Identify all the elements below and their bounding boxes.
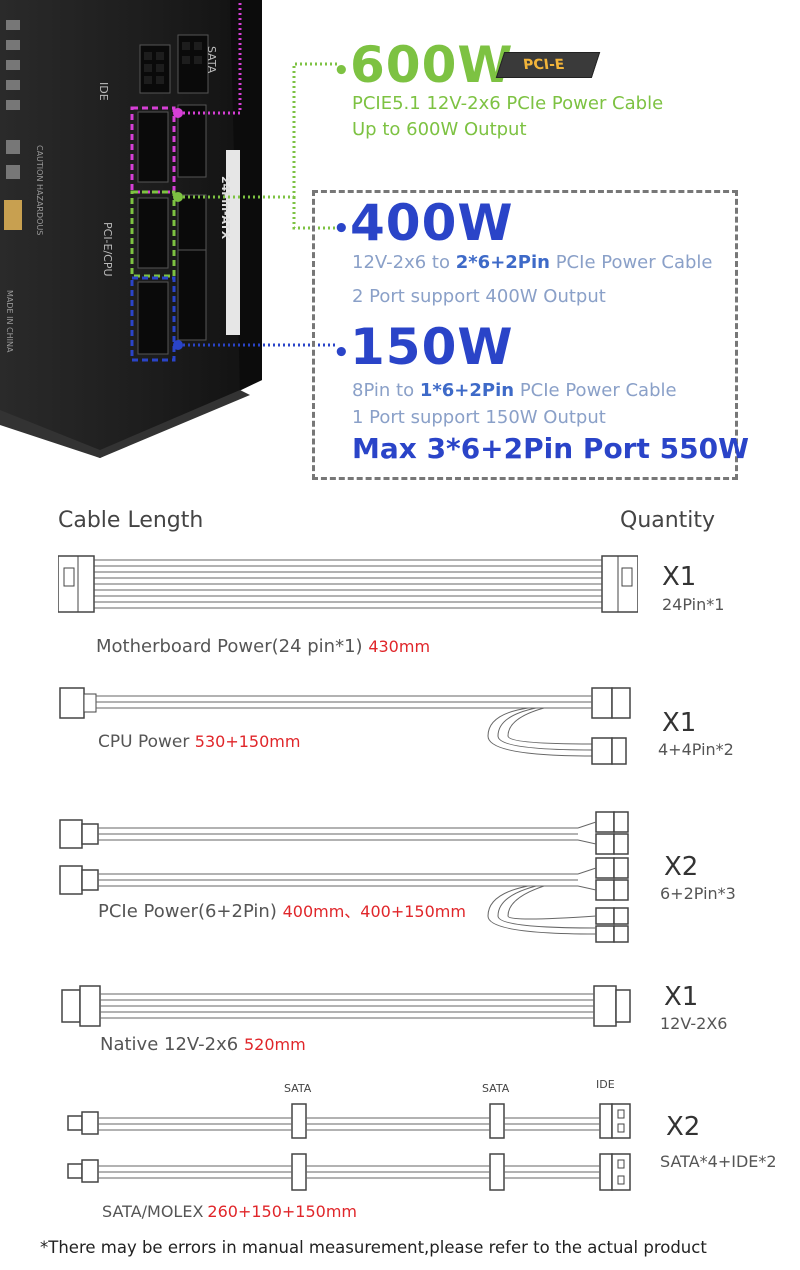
- ide-tag: IDE: [596, 1078, 615, 1091]
- w150-desc-1c: PCIe Power Cable: [514, 380, 677, 401]
- cable-4-length: 520mm: [243, 1035, 306, 1054]
- power-600w: 600W: [350, 36, 514, 94]
- cable-1-label: Motherboard Power(24 pin*1) 430mm: [96, 636, 430, 657]
- cable-5-qty: X2: [666, 1112, 701, 1142]
- dot-150w: •: [333, 338, 350, 368]
- cable-2-qty: X1: [662, 708, 697, 738]
- cable-3-label: PCIe Power(6+2Pin) 400mm、400+150mm: [98, 898, 466, 922]
- w150-desc-1b: 1*6+2Pin: [419, 380, 515, 401]
- cable-3-qty: X2: [664, 852, 699, 882]
- w600-desc-1: PCIE5.1 12V-2x6 PCIe Power Cable: [352, 93, 663, 115]
- sata-tag-1: SATA: [284, 1082, 312, 1095]
- w400-desc-1c: PCIe Power Cable: [549, 252, 713, 273]
- psu-label-caution: CAUTION HAZARDOUS: [35, 145, 44, 236]
- cable-1-length: 430mm: [368, 637, 431, 656]
- psu-label-ide: IDE: [97, 82, 110, 101]
- cable-5-spec: SATA*4+IDE*2: [660, 1152, 777, 1171]
- w400-desc-1a: 12V-2x6 to: [352, 252, 456, 273]
- cable-2-spec: 4+4Pin*2: [658, 740, 734, 759]
- w600-desc-1-text: PCIE5.1 12V-2x6 PCIe Power Cable: [352, 93, 664, 114]
- cable-24pin-drawing: [58, 555, 638, 613]
- header-cable-length: Cable Length: [58, 508, 204, 533]
- cable-4-name: Native 12V-2x6: [100, 1034, 239, 1055]
- cable-2-name: CPU Power: [98, 732, 190, 752]
- w600-desc-2: Up to 600W Output: [352, 119, 527, 140]
- dashed-info-box: [312, 190, 738, 480]
- w150-desc-2: 1 Port support 150W Output: [352, 407, 606, 428]
- cable-4-label: Native 12V-2x6 520mm: [100, 1034, 306, 1055]
- cable-cpu-drawing: [59, 687, 631, 765]
- cable-2-length: 530+150mm: [194, 732, 301, 751]
- psu-modular-panel: [0, 0, 262, 458]
- w400-desc-2: 2 Port support 400W Output: [352, 286, 606, 307]
- cable-4-spec: 12V-2X6: [660, 1014, 728, 1033]
- badge-pcie: PCI-E: [520, 57, 568, 73]
- cable-5-length: 260+150+150mm: [207, 1202, 358, 1221]
- power-150w: 150W: [350, 318, 514, 376]
- dot-400w: •: [333, 214, 350, 244]
- header-quantity: Quantity: [620, 508, 716, 533]
- w400-desc-1b: 2*6+2Pin: [455, 252, 550, 273]
- cable-1-qty: X1: [662, 562, 697, 592]
- power-400w: 400W: [350, 194, 514, 252]
- psu-label-made-in: MADE IN CHINA: [5, 290, 14, 353]
- cable-sata-molex-drawing: [67, 1103, 631, 1191]
- psu-label-pcie-cpu: PCI-E/CPU: [101, 222, 114, 277]
- sata-tag-2: SATA: [482, 1082, 510, 1095]
- cable-4-qty: X1: [664, 982, 699, 1012]
- dot-600w: •: [333, 56, 350, 86]
- cable-2-label: CPU Power 530+150mm: [98, 732, 300, 752]
- w400-desc-1: 12V-2x6 to 2*6+2Pin PCIe Power Cable: [352, 252, 712, 274]
- cable-1-name: Motherboard Power(24 pin*1): [96, 636, 363, 657]
- cable-1-spec: 24Pin*1: [662, 595, 725, 614]
- cable-12v2x6-drawing: [61, 985, 631, 1027]
- cable-3-length: 400mm、400+150mm: [282, 902, 466, 921]
- cable-5-name: SATA/MOLEX: [102, 1202, 204, 1221]
- w150-desc-1: 8Pin to 1*6+2Pin PCIe Power Cable: [352, 380, 677, 402]
- cable-pcie-drawing: [59, 811, 629, 943]
- footnote: *There may be errors in manual measureme…: [40, 1238, 707, 1257]
- max-port-line: Max 3*6+2Pin Port 550W: [352, 432, 749, 465]
- callout-lines: [178, 62, 340, 347]
- cable-3-name: PCIe Power(6+2Pin): [98, 901, 277, 922]
- cable-3-spec: 6+2Pin*3: [660, 884, 736, 903]
- w150-desc-1a: 8Pin to: [352, 380, 420, 401]
